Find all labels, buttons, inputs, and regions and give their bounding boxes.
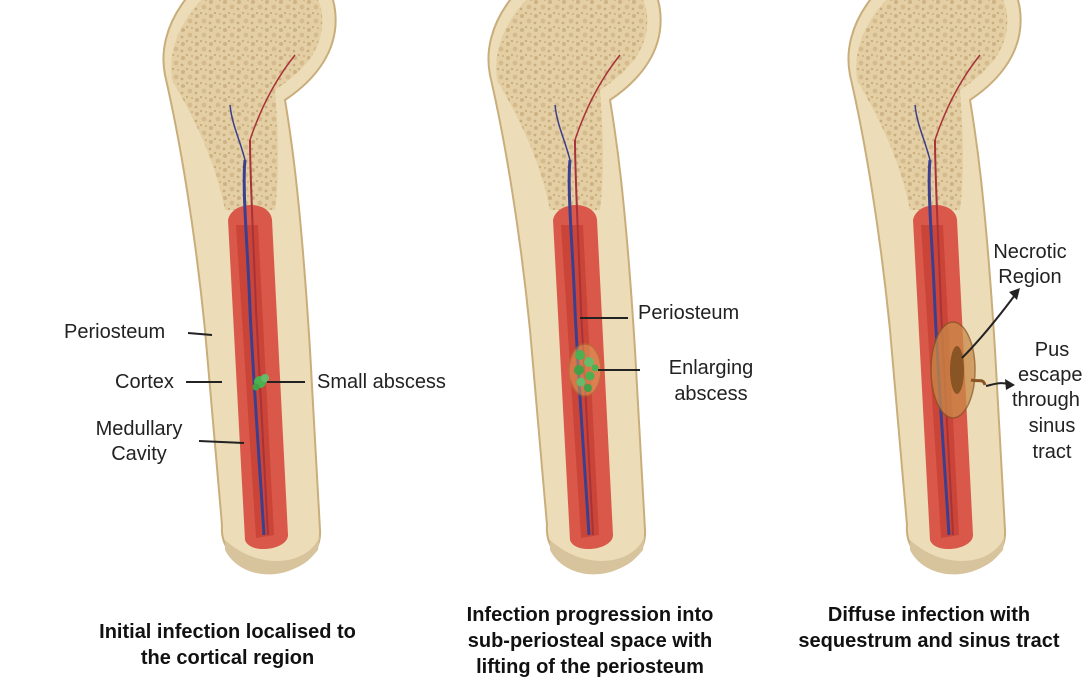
label-tract: tract <box>1012 440 1092 464</box>
bone-panel-1 <box>163 0 335 574</box>
caption-panel-1-line-1: Initial infection localised to <box>60 620 395 645</box>
label-small-abscess: Small abscess <box>317 370 446 394</box>
label-pus: Pus <box>1012 338 1092 362</box>
caption-panel-1-line-2: the cortical region <box>60 646 395 671</box>
label-through: through <box>1012 388 1080 412</box>
enlarging-abscess <box>569 344 601 396</box>
label-region: Region <box>985 265 1075 289</box>
label-sinus: sinus <box>1012 414 1092 438</box>
caption-panel-3-line-2: sequestrum and sinus tract <box>770 629 1088 654</box>
label-cavity: Cavity <box>86 442 192 466</box>
caption-panel-2-line-1: Infection progression into <box>425 603 755 628</box>
label-enlarging: Enlarging <box>656 356 766 380</box>
caption-panel-3-line-1: Diffuse infection with <box>770 603 1088 628</box>
label-necrotic: Necrotic <box>985 240 1075 264</box>
label-medullary: Medullary <box>86 417 192 441</box>
label-cortex: Cortex <box>115 370 174 394</box>
label-abscess: abscess <box>656 382 766 406</box>
bone-panel-2 <box>488 0 660 574</box>
label-escape: escape <box>1018 363 1083 387</box>
caption-panel-2-line-3: lifting of the periosteum <box>425 655 755 680</box>
label-periosteum-2: Periosteum <box>638 301 739 325</box>
caption-panel-2-line-2: sub-periosteal space with <box>425 629 755 654</box>
label-periosteum-1: Periosteum <box>64 320 165 344</box>
